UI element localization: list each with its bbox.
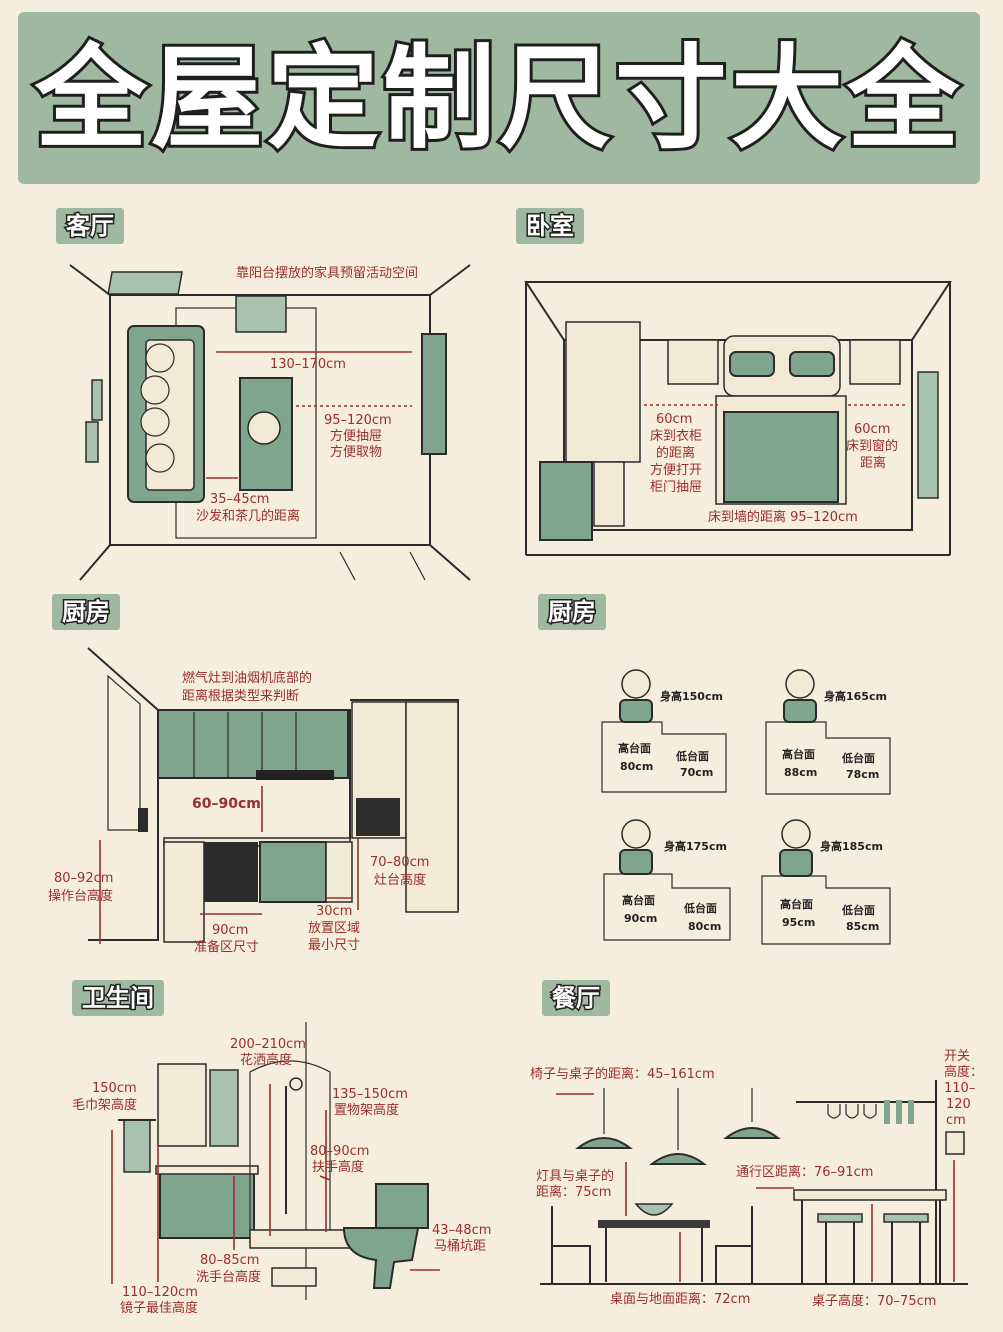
section-tag-kitchen-heights: 厨房	[538, 594, 606, 630]
kitchen-stove-note: 灶台高度	[374, 872, 426, 888]
kitchen-counter-height: 80–92cm	[54, 871, 113, 886]
bedroom-window-distance: 60cm	[854, 422, 890, 437]
svg-text:高台面: 高台面	[780, 897, 813, 911]
section-tag-bathroom: 卫生间	[72, 980, 164, 1016]
bath-mirror-height: 110–120cm	[122, 1285, 198, 1300]
living-cabinet-note2: 方便取物	[330, 444, 382, 460]
height-card-150: 身高150cm 高台面 80cm 低台面 70cm	[601, 669, 727, 793]
svg-text:身高175cm: 身高175cm	[664, 839, 727, 853]
svg-text:低台面: 低台面	[675, 749, 709, 763]
section-tag-dining: 餐厅	[542, 980, 610, 1016]
bath-toilet-distance: 43–48cm	[432, 1223, 491, 1238]
bedroom-wardrobe-note3: 方便打开	[650, 462, 702, 478]
svg-text:85cm: 85cm	[846, 920, 879, 933]
kitchen-stove-height: 70–80cm	[370, 855, 429, 870]
kitchen-prep-note: 准备区尺寸	[194, 939, 259, 955]
kitchen-prep-size: 90cm	[212, 923, 248, 938]
svg-text:88cm: 88cm	[784, 766, 817, 779]
height-card-175: 身高175cm 高台面 90cm 低台面 80cm	[603, 819, 731, 941]
living-cabinet-distance: 95–120cm	[324, 413, 392, 428]
title-banner: 全屋定制尺寸大全	[18, 12, 980, 184]
bath-shower-note: 花洒高度	[240, 1052, 292, 1068]
svg-text:高台面: 高台面	[782, 747, 815, 761]
section-tag-kitchen: 厨房	[52, 594, 120, 630]
bath-sink-height: 80–85cm	[200, 1253, 259, 1268]
bath-shelf-note: 置物架高度	[334, 1102, 399, 1118]
svg-text:78cm: 78cm	[846, 768, 879, 781]
bedroom-window-note2: 距离	[860, 455, 886, 471]
svg-text:高台面: 高台面	[618, 741, 651, 755]
section-tag-living: 客厅	[56, 208, 124, 244]
svg-text:80cm: 80cm	[620, 760, 653, 773]
dining-switch-value2: 120	[946, 1097, 971, 1112]
bath-sink-note: 洗手台高度	[196, 1269, 261, 1285]
svg-text:90cm: 90cm	[624, 912, 657, 925]
dining-lamp-distance1: 灯具与桌子的	[536, 1168, 614, 1184]
kitchen-hood-note1: 燃气灶到油烟机底部的	[182, 670, 312, 686]
dining-table-height: 桌子高度：70–75cm	[812, 1293, 936, 1309]
svg-text:70cm: 70cm	[680, 766, 713, 779]
bath-towel-height: 150cm	[92, 1081, 137, 1096]
living-balcony-label: 靠阳台摆放的家具预留活动空间	[236, 265, 418, 281]
bath-toilet-note: 马桶坑距	[434, 1239, 486, 1254]
living-sofa-tv-distance: 130–170cm	[270, 357, 346, 372]
svg-text:身高150cm: 身高150cm	[660, 689, 723, 703]
dining-table-floor-distance: 桌面与地面距离：72cm	[610, 1291, 750, 1307]
living-cabinet-note1: 方便抽屉	[330, 428, 382, 444]
bedroom-wardrobe-note4: 柜门抽屉	[650, 480, 702, 495]
kitchen-placement-note1: 放置区域	[308, 921, 360, 936]
kitchen-counter-note: 操作台高度	[48, 888, 113, 904]
svg-text:低台面: 低台面	[841, 751, 875, 765]
dining-switch-unit: cm	[946, 1113, 966, 1128]
bedroom-wardrobe-distance: 60cm	[656, 412, 692, 427]
bedroom-wardrobe-note1: 床到衣柜	[650, 428, 702, 444]
bathroom-illustration: 150cm 毛巾架高度 200–210cm 花洒高度 135–150cm 置物架…	[72, 1022, 491, 1316]
svg-text:身高185cm: 身高185cm	[820, 839, 883, 853]
bath-towel-note: 毛巾架高度	[72, 1097, 137, 1113]
bedroom-illustration: 60cm 床到衣柜 的距离 方便打开 柜门抽屉 60cm 床到窗的 距离 床到墙…	[524, 281, 952, 556]
bath-grab-height: 80–90cm	[310, 1144, 369, 1159]
bedroom-window-note1: 床到窗的	[846, 438, 898, 454]
svg-text:身高165cm: 身高165cm	[824, 689, 887, 703]
svg-text:低台面: 低台面	[841, 903, 875, 917]
dining-switch-value1: 110–	[944, 1081, 975, 1096]
svg-text:80cm: 80cm	[688, 920, 721, 933]
dining-chair-distance: 椅子与桌子的距离：45–161cm	[530, 1066, 715, 1082]
kitchen-placement-size: 30cm	[316, 904, 352, 919]
living-room-illustration: 靠阳台摆放的家具预留活动空间 130–170cm 95–120cm 方便抽屉 方…	[69, 264, 471, 581]
bedroom-wall-distance: 床到墙的距离 95–120cm	[708, 509, 858, 525]
kitchen-illustration: 燃气灶到油烟机底部的 距离根据类型来判断 60–90cm 80–92cm 操作台…	[48, 647, 459, 955]
bath-mirror-note: 镜子最佳高度	[120, 1300, 198, 1316]
bedroom-wardrobe-note2: 的距离	[656, 445, 695, 461]
bath-grab-note: 扶手高度	[312, 1159, 364, 1175]
kitchen-height-chart: 身高150cm 高台面 80cm 低台面 70cm 身高165cm 高台面 88…	[601, 669, 891, 945]
dining-switch-label2: 高度：	[944, 1064, 983, 1080]
kitchen-hood-distance: 60–90cm	[192, 796, 261, 812]
dining-illustration: 椅子与桌子的距离：45–161cm 开关 高度： 110– 120 cm 灯具与…	[530, 1049, 983, 1309]
svg-text:低台面: 低台面	[683, 901, 717, 915]
dining-lamp-distance2: 距离：75cm	[536, 1184, 611, 1200]
dining-passage-distance: 通行区距离：76–91cm	[736, 1164, 873, 1180]
section-tag-bedroom: 卧室	[516, 208, 584, 244]
bath-shelf-height: 135–150cm	[332, 1087, 408, 1102]
living-sofa-table-note: 沙发和茶几的距离	[196, 508, 300, 524]
kitchen-hood-note2: 距离根据类型来判断	[182, 688, 299, 704]
kitchen-placement-note2: 最小尺寸	[308, 938, 360, 953]
page-title: 全屋定制尺寸大全	[32, 31, 963, 167]
height-card-185: 身高185cm 高台面 95cm 低台面 85cm	[761, 819, 891, 945]
dining-switch-label: 开关	[944, 1049, 970, 1064]
living-sofa-table-distance: 35–45cm	[210, 492, 269, 507]
height-card-165: 身高165cm 高台面 88cm 低台面 78cm	[765, 669, 891, 795]
bath-shower-height: 200–210cm	[230, 1037, 306, 1052]
svg-text:95cm: 95cm	[782, 916, 815, 929]
svg-text:高台面: 高台面	[622, 893, 655, 907]
